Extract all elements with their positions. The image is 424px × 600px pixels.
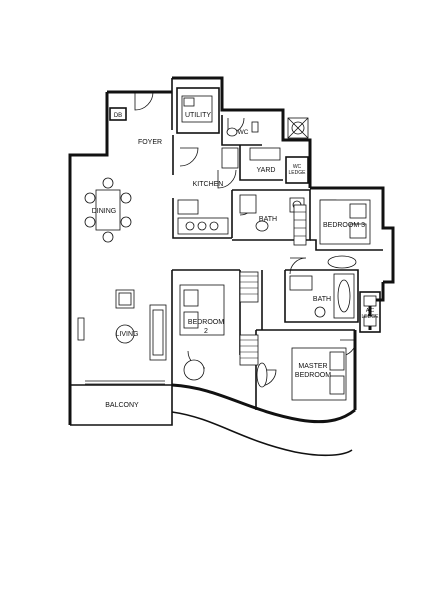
label-living: LIVING (116, 331, 139, 338)
fixtures (77, 95, 377, 401)
label-yard: YARD (257, 167, 276, 174)
wardrobe-hatching (240, 211, 306, 359)
label-dining: DINING (92, 208, 117, 215)
outer-walls (68, 76, 395, 457)
label-wc: WC (238, 129, 249, 136)
label-utility: UTILITY (185, 112, 211, 119)
interior-walls (109, 87, 383, 410)
label-bedroom-3: BEDROOM 3 (323, 222, 365, 229)
label-foyer: FOYER (138, 139, 162, 146)
label-kitchen: KITCHEN (193, 181, 224, 188)
label-db: DB (114, 113, 122, 119)
label-bath-2: BATH (313, 296, 331, 303)
label-bath-1: BATH (259, 216, 277, 223)
label-balcony: BALCONY (105, 402, 139, 409)
